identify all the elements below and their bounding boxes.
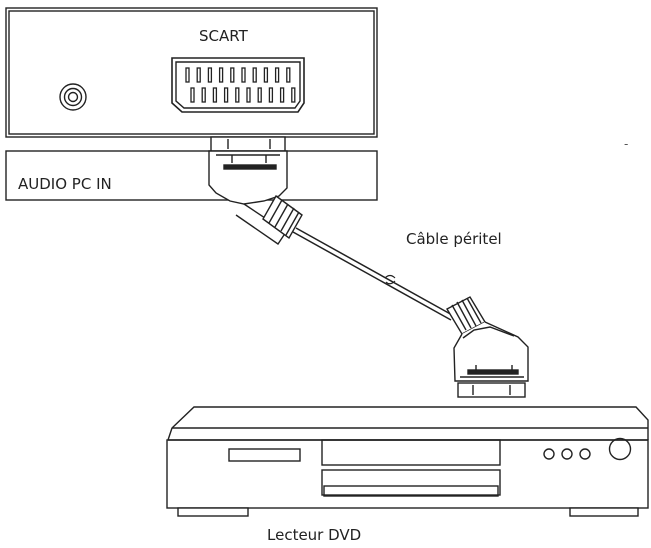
cable-label: Câble péritel (406, 230, 502, 248)
scart-pin (190, 87, 195, 103)
upper-scart-plug (208, 136, 303, 245)
scart-label: SCART (199, 27, 248, 45)
lower-scart-plug (446, 296, 529, 398)
dvd-player (166, 406, 649, 517)
scart-pin (274, 67, 280, 83)
scart-cable (292, 227, 455, 321)
scart-socket-icon (171, 57, 305, 113)
scart-pin (279, 87, 285, 103)
scart-pin (230, 67, 235, 83)
scart-pin (291, 87, 296, 103)
scart-pin (201, 87, 206, 103)
dvd-player-label: Lecteur DVD (267, 526, 362, 544)
audio-jack-icon (59, 83, 87, 111)
scart-pin (223, 87, 229, 103)
scart-pin (185, 67, 190, 83)
scart-pin (257, 87, 262, 103)
scart-pin (286, 67, 291, 83)
scart-pin (218, 67, 224, 83)
scart-pin (235, 87, 240, 103)
scart-pin (196, 67, 201, 83)
scart-pin (246, 87, 251, 103)
scart-pin (207, 67, 213, 83)
tv-panel (5, 7, 378, 138)
scart-pin (241, 67, 246, 83)
scart-pin (212, 87, 218, 103)
audio-pc-in-strip (5, 150, 378, 201)
scart-pin (252, 67, 257, 83)
scart-pin (268, 87, 274, 103)
scart-pin (263, 67, 269, 83)
audio-pc-in-label: AUDIO PC IN (18, 175, 112, 193)
stray-mark: - (624, 137, 629, 151)
